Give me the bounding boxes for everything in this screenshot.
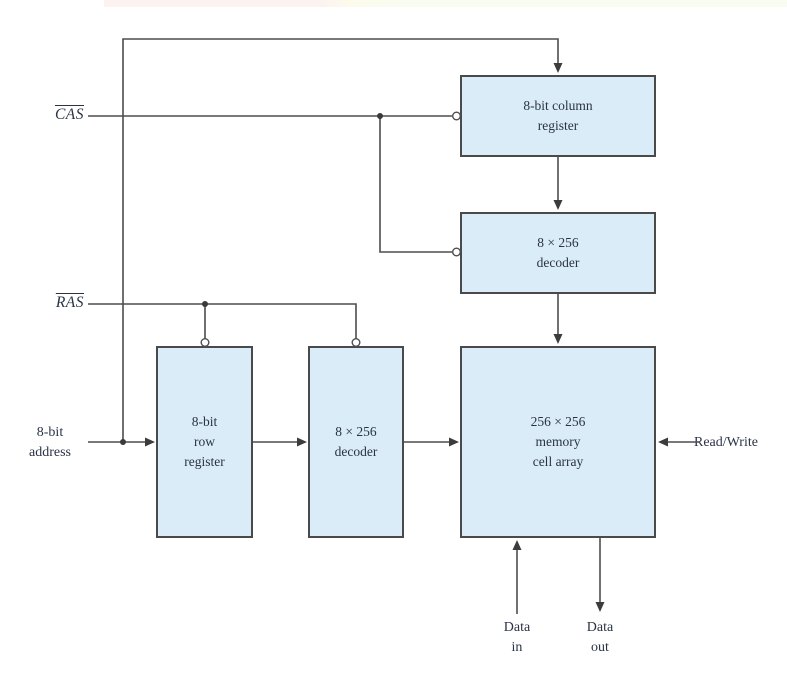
junction-dot-address bbox=[120, 439, 126, 445]
address-input-label: 8-bit address bbox=[29, 425, 71, 460]
block-column-register: 8-bit column register bbox=[460, 75, 656, 157]
data-in-label: Data in bbox=[503, 620, 531, 655]
ras-signal-text: RAS bbox=[55, 294, 84, 311]
scan-artifact-strip bbox=[104, 0, 787, 7]
data-out-label: Data out bbox=[586, 620, 614, 655]
junction-dot-ras bbox=[202, 301, 208, 307]
wire-cas-to-column-decoder bbox=[379, 116, 452, 253]
block-row-register: 8-bit row register bbox=[156, 346, 253, 538]
block-row-decoder: 8 × 256 decoder bbox=[308, 346, 404, 538]
read-write-label: Read/Write bbox=[694, 435, 758, 450]
junction-dot-cas bbox=[377, 113, 383, 119]
ras-signal-label: RAS bbox=[38, 292, 84, 314]
wire-ras-to-row-decoder bbox=[88, 303, 357, 339]
block-memory-cell-array: 256 × 256 memory cell array bbox=[460, 346, 656, 538]
cas-signal-label: CAS bbox=[38, 104, 84, 126]
block-column-decoder: 8 × 256 decoder bbox=[460, 212, 656, 294]
cas-signal-text: CAS bbox=[54, 106, 84, 123]
